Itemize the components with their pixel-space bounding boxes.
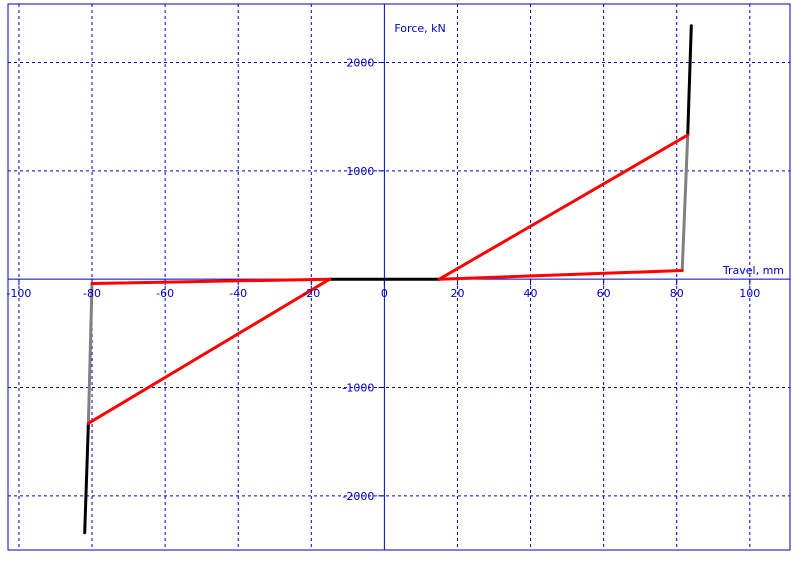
- y-tick-label: 2000: [346, 57, 374, 70]
- x-tick-label: -20: [302, 287, 320, 300]
- y-tick-label: -1000: [342, 382, 374, 395]
- y-tick-label: 1000: [346, 165, 374, 178]
- y-tick-label: -2000: [342, 490, 374, 503]
- series: [83, 24, 693, 535]
- series-line: [90, 277, 332, 285]
- x-axis-title: Travel, mm: [722, 264, 784, 277]
- x-tick-label: 100: [739, 287, 760, 300]
- x-tick-label: -80: [83, 287, 101, 300]
- x-tick-label: 40: [524, 287, 538, 300]
- y-axis-title: Force, kN: [394, 22, 445, 35]
- plot-frame: [7, 3, 791, 551]
- series-line: [83, 421, 90, 535]
- series-line: [86, 282, 94, 425]
- x-tick-label: -40: [229, 287, 247, 300]
- labels: -100 -80 -60 -40 -20 0 20 40 60 80 100 2000 1000 -100…: [6, 22, 784, 503]
- series-line: [686, 24, 693, 137]
- x-tick-label: 0: [381, 287, 388, 300]
- x-tick-label: 60: [597, 287, 611, 300]
- x-tick-label: -60: [156, 287, 174, 300]
- series-line: [437, 133, 690, 281]
- series-line: [86, 277, 332, 425]
- x-tick-label: 20: [450, 287, 464, 300]
- series-line: [437, 269, 684, 281]
- x-tick-label: -100: [6, 287, 31, 300]
- series-line: [680, 133, 690, 272]
- x-tick-label: 80: [670, 287, 684, 300]
